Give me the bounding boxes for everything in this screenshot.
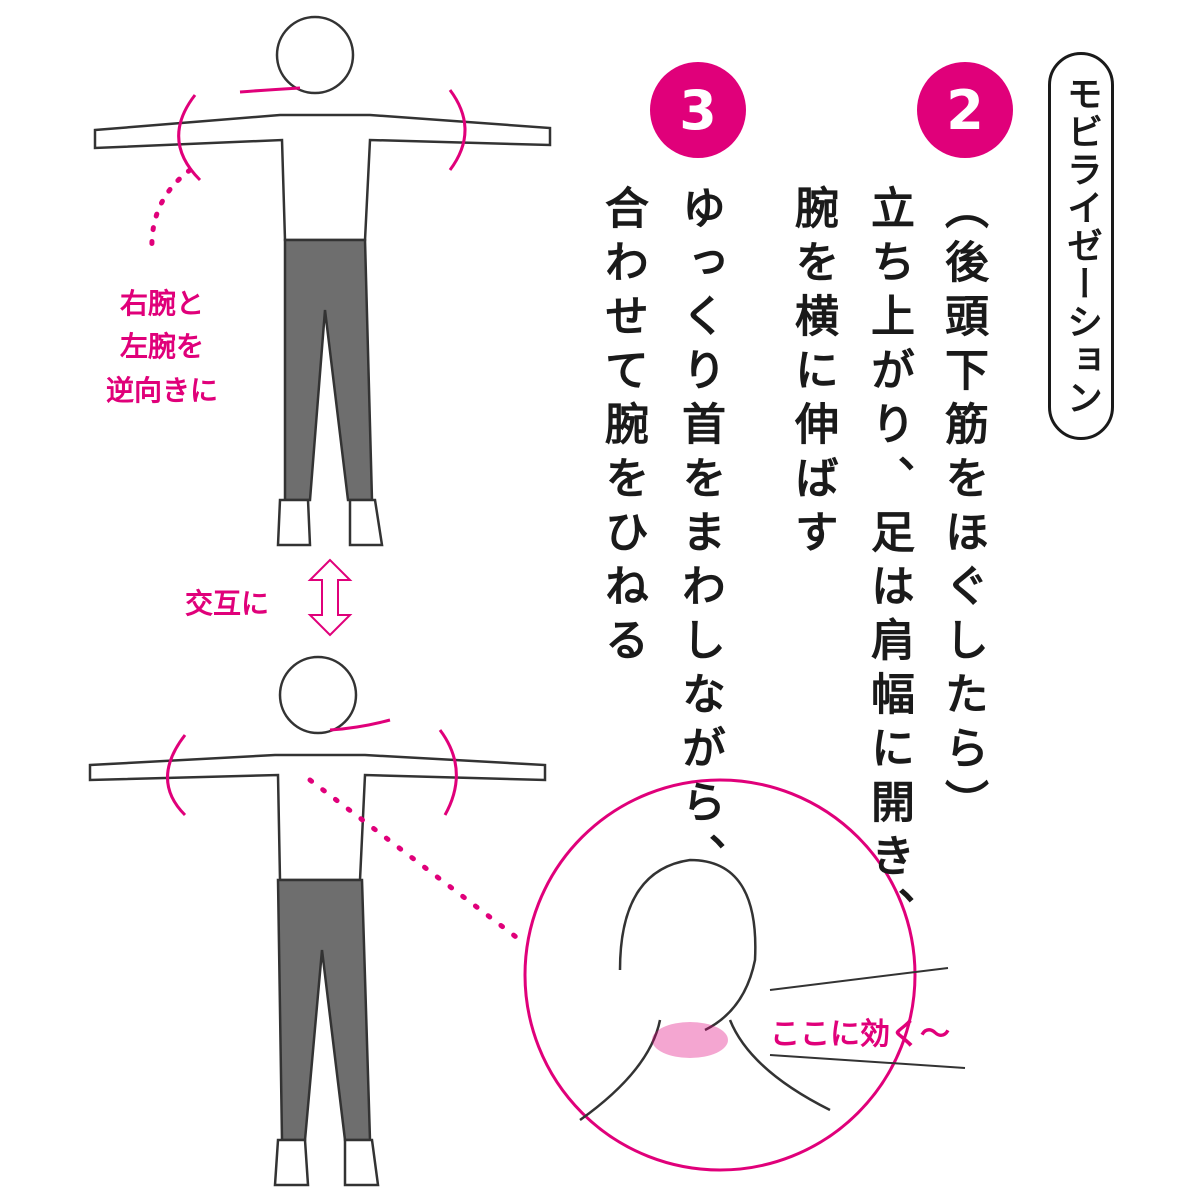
- step-3-line-1: ゆっくり首をまわしながら、: [674, 185, 725, 887]
- arms-annotation-line: 逆向きに: [105, 373, 218, 407]
- section-title-box: モビライゼーション: [1048, 52, 1114, 440]
- rotate-arrow-icon: [438, 729, 458, 816]
- step-2-line-3: 腕を横に伸ばす: [787, 185, 838, 563]
- step-2-line-2: 立ち上がり、足は肩幅に開き、: [863, 185, 914, 941]
- arms-annotation: 右腕と 左腕を 逆向きに: [92, 282, 232, 412]
- rotate-arrow-icon: [177, 94, 202, 182]
- arms-annotation-line: 左腕を: [119, 330, 204, 364]
- rotate-arrow-icon: [448, 89, 467, 171]
- effect-label: ここに効く～: [770, 1017, 950, 1052]
- figure-bottom: [88, 655, 547, 1187]
- section-title: モビライゼーション: [1061, 75, 1102, 417]
- double-arrow-icon: [307, 558, 353, 637]
- rotate-arrow-icon: [166, 734, 187, 817]
- figure-top: [93, 15, 552, 547]
- arms-annotation-line: 右腕と: [119, 287, 204, 320]
- step-3-badge: 3: [650, 62, 746, 158]
- step-3-line-2: 合わせて腕をひねる: [597, 185, 648, 671]
- alternate-label: 交互に: [185, 587, 270, 620]
- step-2-badge: 2: [917, 62, 1013, 158]
- neck-detail-circle: [523, 778, 917, 1172]
- step-2-line-1: （後頭下筋をほぐしたら）: [937, 185, 988, 833]
